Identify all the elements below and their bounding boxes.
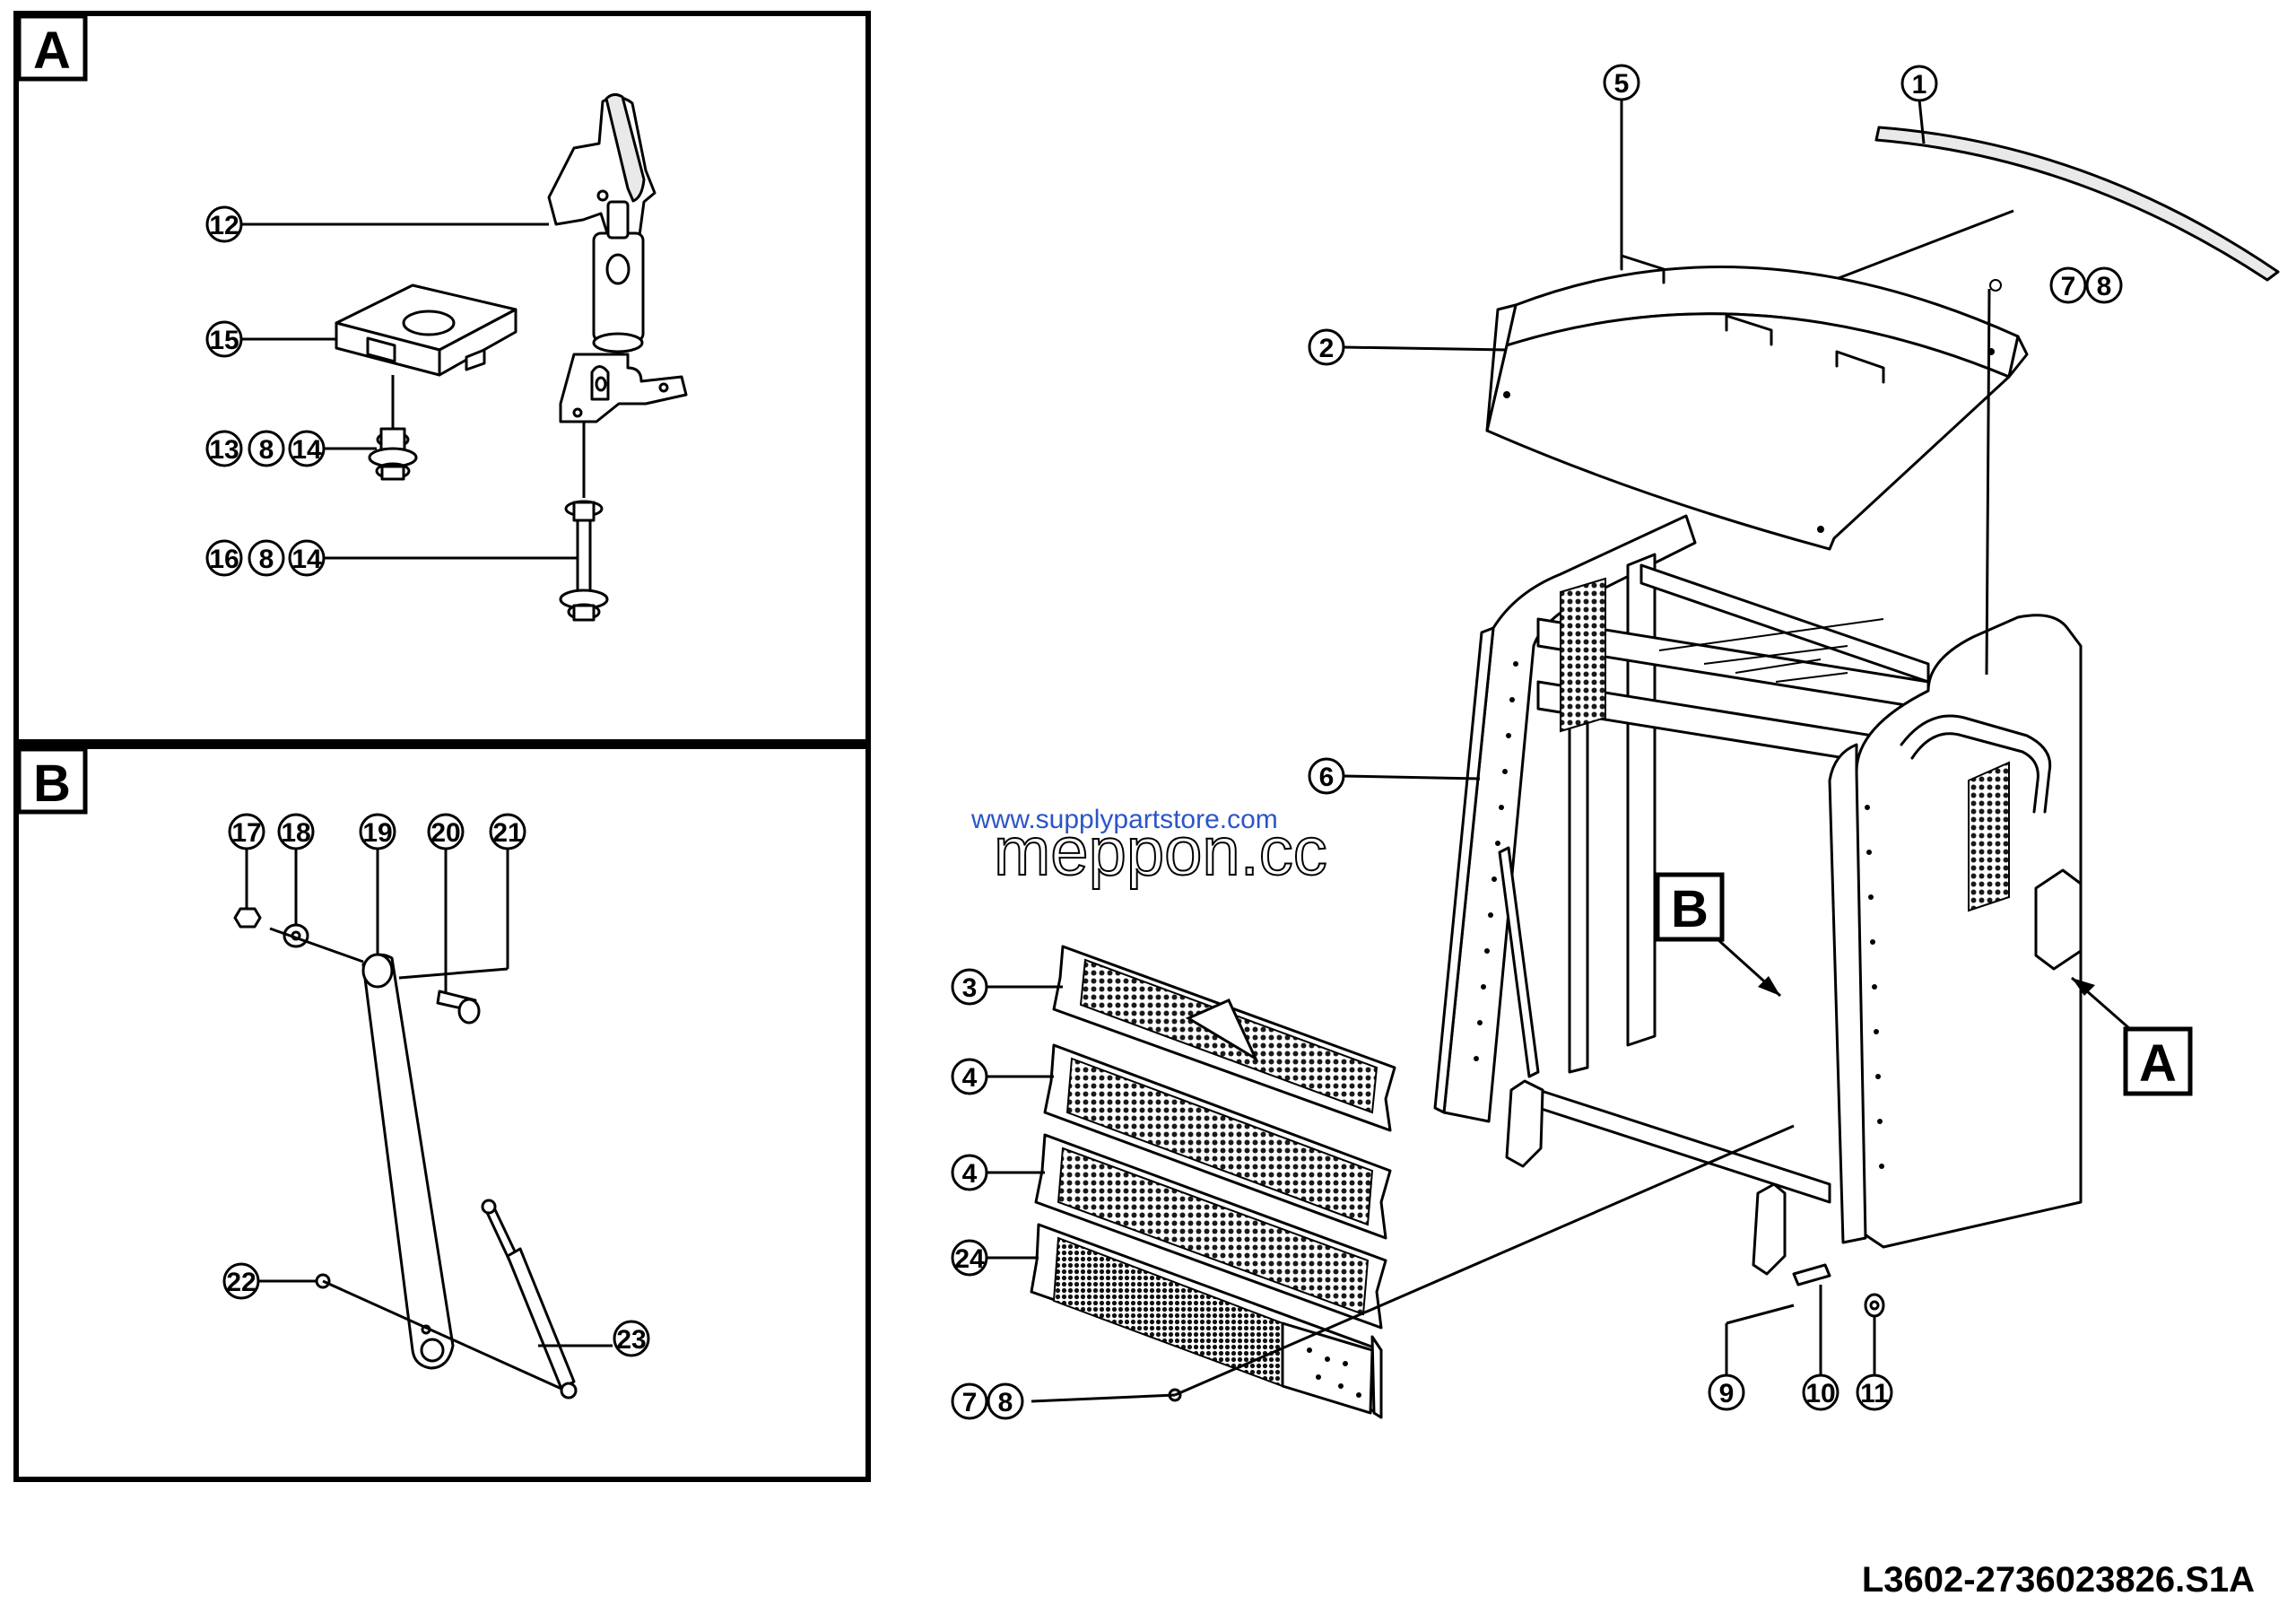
- svg-text:11: 11: [1860, 1379, 1889, 1408]
- frame-6: [1433, 514, 2083, 1276]
- svg-text:22: 22: [226, 1268, 256, 1297]
- callout-22: 22: [222, 1262, 260, 1300]
- grille-panel-4a: [1043, 1043, 1392, 1240]
- callout-12: 12: [205, 205, 243, 243]
- latch-assembly-12: [547, 92, 688, 423]
- callout-20: 20: [427, 813, 465, 850]
- callout-8: 8: [248, 539, 285, 577]
- callout-17: 17: [228, 813, 265, 850]
- callout-21: 21: [489, 813, 526, 850]
- svg-text:10: 10: [1805, 1379, 1835, 1408]
- callout-1: 1: [1900, 65, 1938, 102]
- svg-text:21: 21: [492, 818, 522, 848]
- svg-text:7: 7: [962, 1388, 978, 1417]
- callout-19: 19: [359, 813, 396, 850]
- callout-16: 16: [205, 539, 243, 577]
- seal-strip-1: [1874, 126, 2280, 282]
- drawing-number: L3602-2736023826.S1A: [1861, 1560, 2255, 1600]
- svg-text:2: 2: [1319, 334, 1335, 363]
- callout-7: 7: [2049, 266, 2087, 304]
- svg-text:15: 15: [209, 326, 239, 355]
- callout-23: 23: [613, 1320, 650, 1357]
- svg-text:24: 24: [954, 1244, 985, 1274]
- main-assembly: [987, 99, 2280, 1419]
- callout-24: 24: [951, 1239, 988, 1277]
- svg-text:7: 7: [2061, 272, 2076, 301]
- grille-panel-4b: [1034, 1133, 1387, 1330]
- callout-8: 8: [2085, 266, 2123, 304]
- callout-5: 5: [1603, 64, 1640, 101]
- grille-panel-24: [1030, 1223, 1383, 1419]
- panel-b-label-box: [16, 746, 88, 815]
- pin-hardware-9-10-11: [1792, 1263, 1885, 1318]
- svg-text:8: 8: [259, 435, 274, 465]
- callout-15: 15: [205, 320, 243, 358]
- callout-10: 10: [1802, 1373, 1839, 1411]
- svg-text:4: 4: [962, 1063, 978, 1093]
- detail-panel-a: A: [13, 11, 871, 745]
- svg-text:A: A: [2139, 1034, 2177, 1093]
- callout-4: 4: [951, 1058, 988, 1095]
- callout-7: 7: [951, 1382, 988, 1420]
- section-ref-b: B: [1655, 872, 1725, 942]
- svg-text:4: 4: [962, 1159, 978, 1189]
- panel-a-label: A: [33, 22, 71, 80]
- callout-14: 14: [288, 539, 326, 577]
- svg-text:23: 23: [616, 1325, 646, 1355]
- svg-text:18: 18: [281, 818, 310, 848]
- section-ref-a: A: [2123, 1026, 2193, 1096]
- nut-washer-stack-13-8-14: [368, 427, 418, 481]
- svg-text:13: 13: [209, 435, 239, 465]
- callout-3: 3: [951, 968, 988, 1006]
- callout-11: 11: [1856, 1373, 1893, 1411]
- hardware-17-18-20-21: [233, 907, 481, 1025]
- svg-text:5: 5: [1614, 69, 1630, 99]
- watermark-brand: meppon.cc: [994, 814, 1327, 890]
- callout-14: 14: [288, 430, 326, 467]
- svg-text:6: 6: [1319, 763, 1335, 792]
- svg-text:8: 8: [998, 1388, 1013, 1417]
- svg-text:14: 14: [291, 545, 322, 574]
- svg-text:20: 20: [430, 818, 460, 848]
- callout-9: 9: [1708, 1373, 1745, 1411]
- mounting-block-15: [335, 283, 517, 377]
- callout-8: 8: [248, 430, 285, 467]
- detail-panel-b: B: [13, 744, 871, 1482]
- callout-6: 6: [1308, 757, 1345, 795]
- panel-b-label: B: [33, 754, 71, 813]
- svg-text:8: 8: [259, 545, 274, 574]
- svg-text:17: 17: [231, 818, 261, 848]
- callout-8: 8: [987, 1382, 1024, 1420]
- grille-panel-3: [1052, 945, 1396, 1132]
- gas-strut-23: [481, 1199, 578, 1400]
- callout-13: 13: [205, 430, 243, 467]
- svg-text:1: 1: [1912, 70, 1927, 100]
- cover-panel-2: [1485, 254, 2029, 551]
- callout-2: 2: [1308, 328, 1345, 366]
- svg-text:19: 19: [362, 818, 392, 848]
- callout-4: 4: [951, 1154, 988, 1191]
- svg-text:3: 3: [962, 973, 978, 1003]
- svg-text:12: 12: [209, 211, 239, 240]
- bolt-stack-16-8-14: [559, 500, 609, 622]
- svg-text:16: 16: [209, 545, 239, 574]
- watermark-url: www.supplypartstore.com: [970, 805, 1278, 834]
- svg-text:9: 9: [1719, 1379, 1735, 1408]
- svg-text:8: 8: [2097, 272, 2112, 301]
- svg-text:B: B: [1671, 880, 1709, 938]
- svg-text:14: 14: [291, 435, 322, 465]
- panel-a-label-box: [16, 13, 88, 82]
- callout-18: 18: [277, 813, 315, 850]
